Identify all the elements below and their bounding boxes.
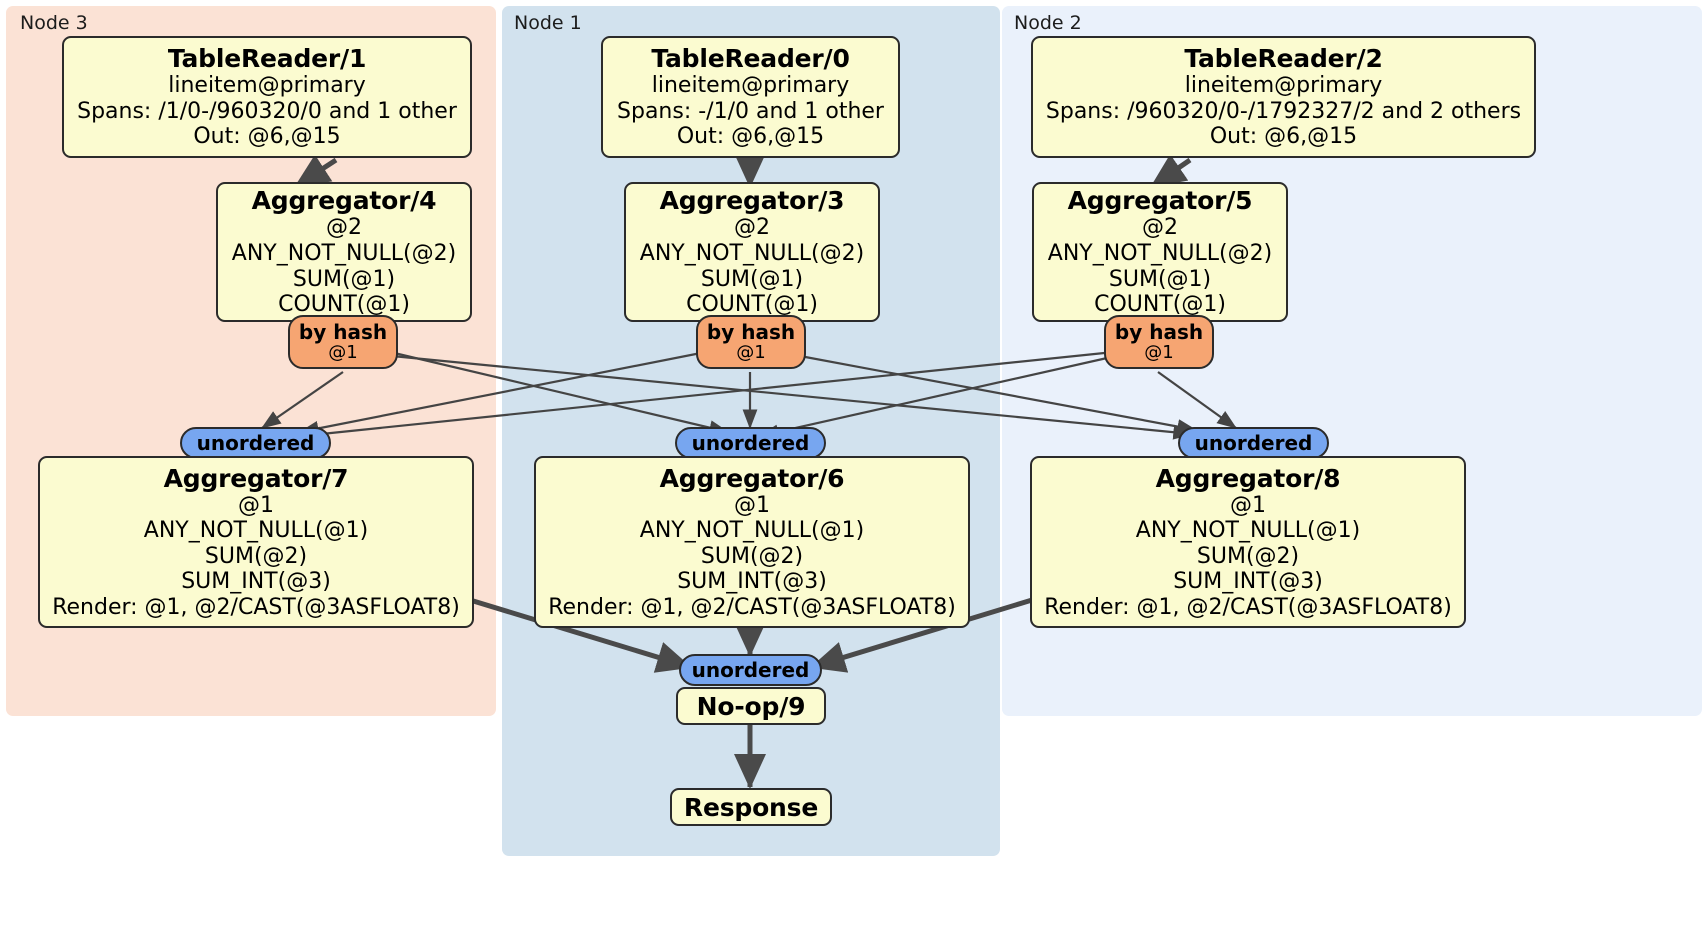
processor-table-reader-0[interactable]: TableReader/0 lineitem@primary Spans: -/… (601, 36, 900, 158)
node-region-label-node3: Node 3 (20, 12, 88, 34)
processor-detail-line: SUM_INT(@3) (1173, 569, 1323, 595)
processor-detail-line: @1 (734, 492, 770, 518)
synchronizer-label: unordered (196, 431, 315, 455)
processor-title: Aggregator/3 (659, 186, 845, 216)
synchronizer-unordered-right[interactable]: unordered (1178, 427, 1329, 459)
router-sublabel: @1 (328, 342, 358, 364)
processor-title: Aggregator/4 (251, 186, 437, 216)
router-by-hash-left[interactable]: by hash @1 (288, 315, 398, 369)
processor-detail-line: SUM(@2) (204, 543, 308, 569)
router-by-hash-center[interactable]: by hash @1 (696, 315, 806, 369)
router-label: by hash (1114, 320, 1204, 345)
synchronizer-label: unordered (691, 431, 810, 455)
processor-detail-line: SUM(@1) (1108, 266, 1212, 292)
node-region-label-node2: Node 2 (1014, 12, 1082, 34)
processor-detail-line: SUM_INT(@3) (181, 569, 331, 595)
processor-detail-line: Spans: /1/0-/960320/0 and 1 other (77, 98, 457, 124)
processor-detail-line: COUNT(@1) (1094, 292, 1226, 318)
processor-title: Response (683, 792, 819, 822)
node-region-label-node1: Node 1 (514, 12, 582, 34)
processor-title: TableReader/2 (1184, 44, 1383, 74)
processor-detail-line: Spans: -/1/0 and 1 other (617, 98, 884, 124)
processor-aggregator-6[interactable]: Aggregator/6 @1 ANY_NOT_NULL(@1) SUM(@2)… (534, 456, 970, 628)
processor-render-line: Render: @1, @2/CAST(@3ASFLOAT8) (548, 594, 956, 620)
processor-detail-line: SUM(@2) (700, 543, 804, 569)
router-by-hash-right[interactable]: by hash @1 (1104, 315, 1214, 369)
router-label: by hash (298, 320, 388, 345)
processor-detail-line: @1 (238, 492, 274, 518)
processor-title: Aggregator/7 (163, 463, 349, 493)
processor-title: TableReader/0 (651, 44, 850, 74)
processor-aggregator-4[interactable]: Aggregator/4 @2 ANY_NOT_NULL(@2) SUM(@1)… (216, 182, 472, 322)
router-label: by hash (706, 320, 796, 345)
synchronizer-unordered-center[interactable]: unordered (675, 427, 826, 459)
router-sublabel: @1 (736, 342, 766, 364)
synchronizer-unordered-left[interactable]: unordered (180, 427, 331, 459)
processor-detail-line: lineitem@primary (1184, 73, 1383, 99)
processor-detail-line: Spans: /960320/0-/1792327/2 and 2 others (1045, 98, 1522, 124)
processor-title: Aggregator/5 (1067, 186, 1253, 216)
processor-detail-line: Out: @6,@15 (1209, 124, 1358, 150)
processor-detail-line: ANY_NOT_NULL(@1) (1135, 518, 1361, 544)
processor-detail-line: ANY_NOT_NULL(@2) (231, 240, 457, 266)
processor-title: Aggregator/8 (1155, 463, 1341, 493)
processor-detail-line: @1 (1230, 492, 1266, 518)
processor-response[interactable]: Response (670, 788, 832, 826)
processor-detail-line: Out: @6,@15 (676, 124, 825, 150)
synchronizer-label: unordered (1194, 431, 1313, 455)
processor-render-line: Render: @1, @2/CAST(@3ASFLOAT8) (1044, 594, 1452, 620)
processor-render-line: Render: @1, @2/CAST(@3ASFLOAT8) (52, 594, 460, 620)
processor-detail-line: SUM_INT(@3) (677, 569, 827, 595)
processor-aggregator-8[interactable]: Aggregator/8 @1 ANY_NOT_NULL(@1) SUM(@2)… (1030, 456, 1466, 628)
processor-detail-line: SUM(@1) (292, 266, 396, 292)
processor-detail-line: ANY_NOT_NULL(@2) (1047, 240, 1273, 266)
processor-no-op-9[interactable]: No-op/9 (676, 687, 826, 725)
processor-detail-line: @2 (1142, 215, 1178, 241)
processor-detail-line: ANY_NOT_NULL(@1) (639, 518, 865, 544)
processor-table-reader-2[interactable]: TableReader/2 lineitem@primary Spans: /9… (1031, 36, 1536, 158)
processor-aggregator-7[interactable]: Aggregator/7 @1 ANY_NOT_NULL(@1) SUM(@2)… (38, 456, 474, 628)
processor-detail-line: lineitem@primary (651, 73, 850, 99)
processor-detail-line: COUNT(@1) (278, 292, 410, 318)
processor-aggregator-3[interactable]: Aggregator/3 @2 ANY_NOT_NULL(@2) SUM(@1)… (624, 182, 880, 322)
processor-detail-line: ANY_NOT_NULL(@1) (143, 518, 369, 544)
processor-detail-line: SUM(@1) (700, 266, 804, 292)
router-sublabel: @1 (1144, 342, 1174, 364)
processor-detail-line: @2 (326, 215, 362, 241)
processor-detail-line: @2 (734, 215, 770, 241)
processor-detail-line: ANY_NOT_NULL(@2) (639, 240, 865, 266)
processor-detail-line: Out: @6,@15 (193, 124, 341, 150)
processor-aggregator-5[interactable]: Aggregator/5 @2 ANY_NOT_NULL(@2) SUM(@1)… (1032, 182, 1288, 322)
processor-detail-line: COUNT(@1) (686, 292, 818, 318)
processor-detail-line: lineitem@primary (168, 73, 366, 99)
synchronizer-label: unordered (691, 658, 810, 682)
processor-detail-line: SUM(@2) (1196, 543, 1300, 569)
synchronizer-unordered-final[interactable]: unordered (679, 654, 822, 686)
processor-title: No-op/9 (696, 691, 806, 721)
processor-title: Aggregator/6 (659, 463, 845, 493)
processor-title: TableReader/1 (167, 44, 367, 74)
processor-table-reader-1[interactable]: TableReader/1 lineitem@primary Spans: /1… (62, 36, 472, 158)
